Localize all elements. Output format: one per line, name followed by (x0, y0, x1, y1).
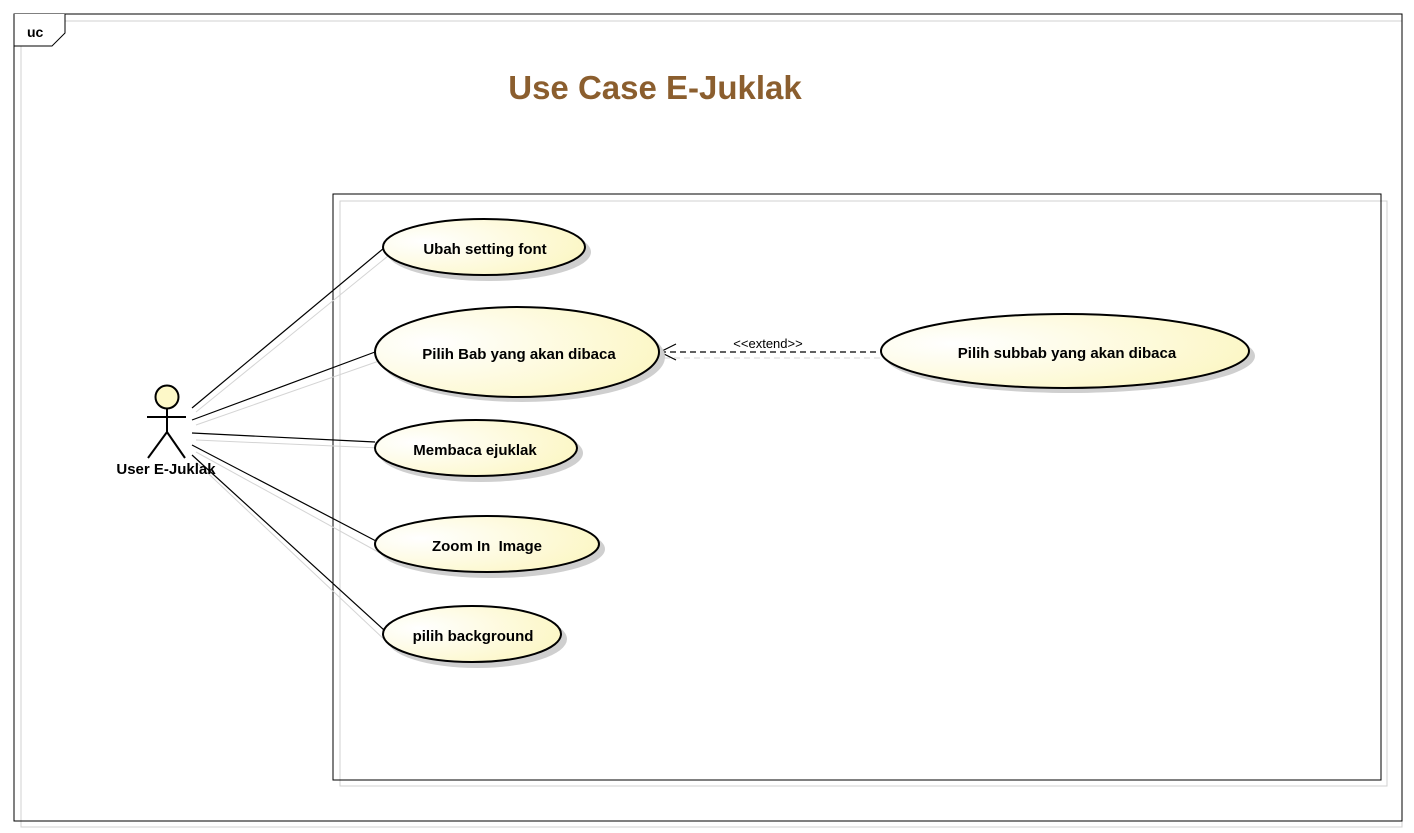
use-case-zoom-in-image[interactable]: Zoom In Image (374, 515, 605, 578)
use-case-label: Pilih subbab yang akan dibaca (958, 345, 1177, 362)
use-case-label: Membaca ejuklak (413, 442, 537, 459)
association-line (191, 444, 377, 542)
extend-relation: <<extend>> (658, 336, 885, 361)
use-case-label: pilih background (413, 628, 534, 645)
use-case-ubah-setting-font[interactable]: Ubah setting font (382, 218, 591, 281)
frame-tag-box (13, 14, 66, 47)
use-case-label: Pilih Bab yang akan dibaca (422, 346, 616, 363)
extend-label: <<extend>> (733, 336, 802, 351)
use-case-pilih-subbab[interactable]: Pilih subbab yang akan dibaca (880, 313, 1255, 393)
diagram-title: Use Case E-Juklak (508, 69, 802, 106)
associations (191, 247, 389, 644)
association-line (191, 454, 385, 631)
frame-tag: uc (27, 24, 44, 40)
association-line (191, 432, 376, 443)
system-boundary (332, 193, 1388, 787)
use-case-membaca-ejuklak[interactable]: Membaca ejuklak (374, 419, 583, 482)
association-line (191, 351, 376, 421)
association-line (191, 247, 385, 409)
actor-name: User E-Juklak (116, 461, 216, 478)
use-case-pilih-background[interactable]: pilih background (382, 605, 567, 668)
use-case-pilih-bab[interactable]: Pilih Bab yang akan dibaca (374, 306, 665, 402)
use-case-label: Ubah setting font (423, 241, 546, 258)
diagram-frame: uc (13, 13, 1403, 828)
actor-user[interactable]: User E-Juklak (116, 384, 216, 479)
actor-stick-figure-icon (147, 384, 186, 459)
use-case-label: Zoom In Image (432, 538, 542, 555)
